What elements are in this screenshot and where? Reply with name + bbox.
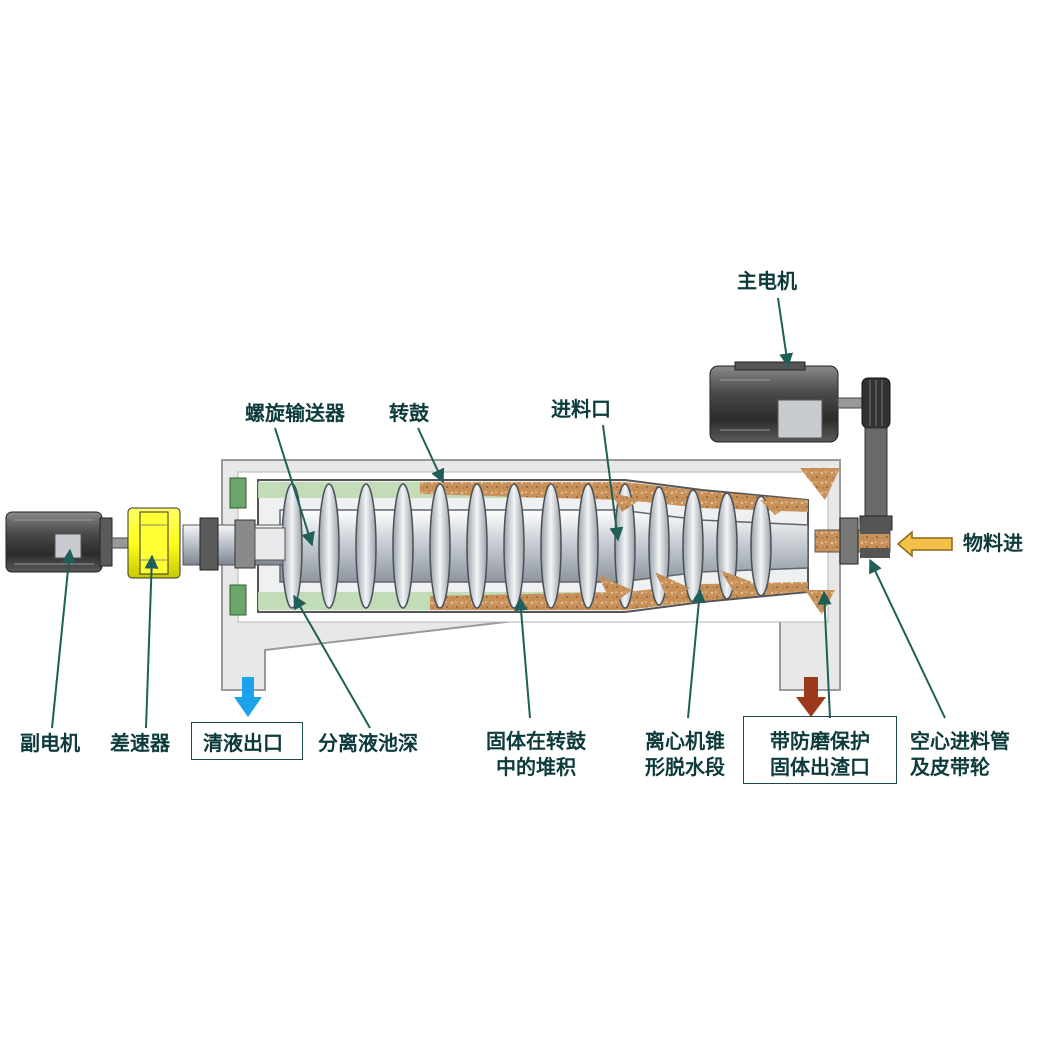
screw-flight [540, 483, 562, 609]
screw-flight [392, 483, 414, 609]
label-liquid-outlet: 清液出口 [203, 731, 283, 755]
leader-dewater [687, 588, 706, 719]
cone-solids [598, 492, 790, 605]
label-dewater: 离心机锥 形脱水段 [635, 728, 735, 780]
label-slag-outlet-line1: 带防磨保护 [770, 729, 870, 753]
leader-aux-motor [51, 548, 76, 729]
label-slag-outlet-line2: 固体出渣口 [770, 755, 870, 779]
label-main-motor: 主电机 [737, 269, 797, 293]
label-dewater-line2: 形脱水段 [645, 755, 725, 779]
label-feed-pipe-line1: 空心进料管 [910, 729, 1010, 753]
screw-flight [355, 483, 377, 609]
slag-outlet-box [743, 716, 897, 784]
label-feed-pipe-line2: 及皮带轮 [910, 755, 990, 779]
aux-motor [5, 511, 131, 573]
leader-drum [417, 427, 445, 484]
leader-feed-port [602, 424, 624, 542]
leader-feed-pipe [869, 558, 946, 719]
screw-flight [466, 483, 488, 609]
label-solid-accum: 固体在转鼓 中的堆积 [476, 728, 596, 780]
leader-slag [817, 590, 832, 719]
differential-gearbox [127, 507, 181, 579]
screw-flight [682, 489, 704, 603]
liquid-outlet-arrow [234, 677, 262, 717]
leader-pool [293, 594, 371, 729]
label-pool-depth: 分离液池深 [318, 731, 418, 755]
screw-flight [614, 483, 636, 609]
label-slag-outlet: 带防磨保护 固体出渣口 [745, 728, 895, 780]
label-screw-conveyor: 螺旋输送器 [245, 401, 345, 425]
label-feed-pipe: 空心进料管 及皮带轮 [910, 728, 1010, 780]
leader-differential [144, 554, 159, 729]
left-shaft [182, 517, 286, 571]
label-aux-motor: 副电机 [20, 731, 80, 755]
label-material-in: 物料进 [963, 531, 1023, 555]
leader-main-motor [777, 297, 794, 368]
screw-flight [429, 483, 451, 609]
label-drum: 转鼓 [389, 401, 429, 425]
screw-flight [648, 486, 670, 606]
material-in-arrow [896, 530, 953, 558]
slag-outlet-arrow [796, 677, 826, 717]
label-differential: 差速器 [110, 731, 170, 755]
screw-flight [750, 495, 772, 597]
leader-screw [274, 427, 315, 547]
label-solid-accum-line1: 固体在转鼓 [486, 729, 586, 753]
screw-flight [318, 483, 340, 609]
screw-flight [503, 483, 525, 609]
screw-flights [281, 483, 772, 609]
label-feed-port: 进料口 [551, 397, 611, 421]
screw-flight [577, 483, 599, 609]
leader-solids [514, 596, 531, 719]
liquid-outlet-box [191, 722, 303, 760]
label-dewater-line1: 离心机锥 [645, 729, 725, 753]
feed-tube [814, 517, 891, 565]
leader-lines [51, 297, 946, 729]
label-solid-accum-line2: 中的堆积 [496, 755, 576, 779]
